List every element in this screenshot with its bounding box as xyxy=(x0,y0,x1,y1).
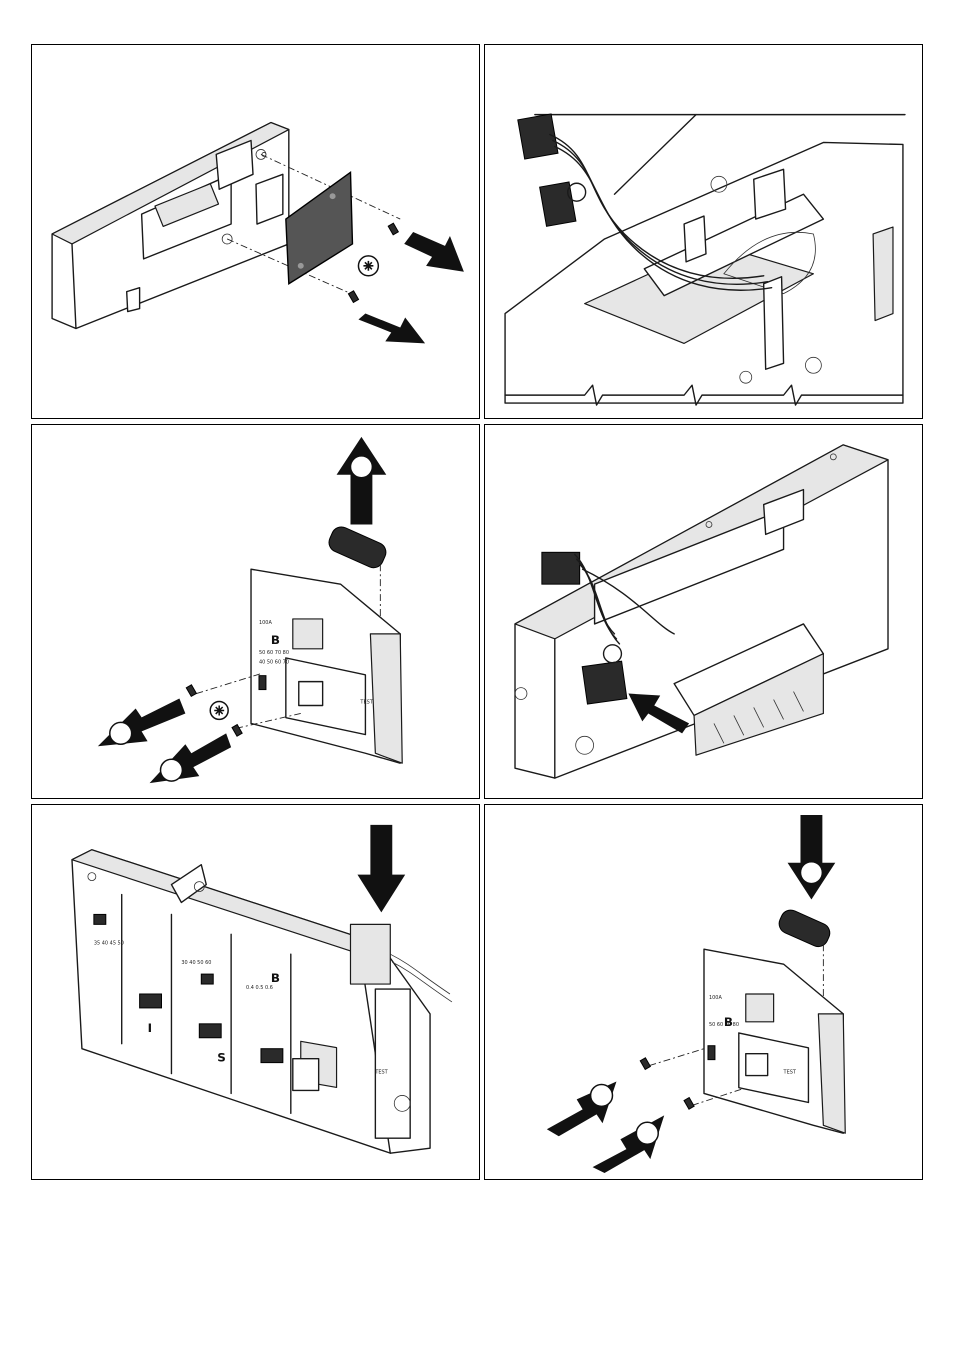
step-panel-connect-cable xyxy=(484,424,923,799)
illustration-remove-cover xyxy=(32,45,479,418)
arrow-out-icon xyxy=(358,232,463,343)
connector-block xyxy=(540,182,576,226)
svg-text:50 60 70 80: 50 60 70 80 xyxy=(259,650,289,656)
cover-plate xyxy=(286,172,353,283)
screwdriver-phillips-icon xyxy=(210,702,228,720)
screwdriver-phillips-icon xyxy=(358,256,378,276)
svg-text:TEST: TEST xyxy=(359,700,373,706)
arrow-up-icon xyxy=(337,437,387,525)
cable-plug xyxy=(518,114,558,159)
step-panel-remove-module: 100A 50 60 70 80 40 50 60 70 TEST B xyxy=(31,424,480,799)
selector-knob xyxy=(776,907,833,950)
step-panel-remove-cover xyxy=(31,44,480,419)
svg-text:35 40 45 50: 35 40 45 50 xyxy=(94,940,124,946)
module-letter-s: S xyxy=(217,1051,226,1065)
illustration-insert-module: 35 40 45 50 30 40 50 60 0.4 0.5 0.6 TEST… xyxy=(32,805,479,1179)
svg-text:100A: 100A xyxy=(709,995,722,1001)
module-letter-i: I xyxy=(148,1021,152,1035)
svg-text:30 40 50 60: 30 40 50 60 xyxy=(181,960,211,966)
step-panel-refit-screws: 100A 50 60 70 80 TEST B xyxy=(484,804,923,1180)
illustration-remove-module: 100A 50 60 70 80 40 50 60 70 TEST B xyxy=(32,425,479,798)
module-letter-b: B xyxy=(724,1015,733,1029)
illustration-connect-cable xyxy=(485,425,922,798)
illustration-connector-detail xyxy=(485,45,922,418)
arrow-down-icon xyxy=(357,825,405,913)
selector-knob xyxy=(326,524,389,571)
svg-text:40 50 60 70: 40 50 60 70 xyxy=(259,660,289,666)
step-panel-connector-detail xyxy=(484,44,923,419)
module-letter-b: B xyxy=(271,971,280,985)
arrow-down-icon xyxy=(788,815,836,900)
illustration-refit-screws: 100A 50 60 70 80 TEST B xyxy=(485,805,922,1179)
svg-text:0.4 0.5 0.6: 0.4 0.5 0.6 xyxy=(246,985,273,991)
connector-block xyxy=(582,661,627,704)
module-letter-b: B xyxy=(271,633,280,647)
cable-plug xyxy=(542,552,580,584)
step-panel-insert-module: 35 40 45 50 30 40 50 60 0.4 0.5 0.6 TEST… xyxy=(31,804,480,1180)
svg-text:TEST: TEST xyxy=(374,1070,388,1076)
svg-text:TEST: TEST xyxy=(783,1070,797,1076)
svg-text:100A: 100A xyxy=(259,620,272,626)
arrow-in-icon xyxy=(547,1082,664,1174)
